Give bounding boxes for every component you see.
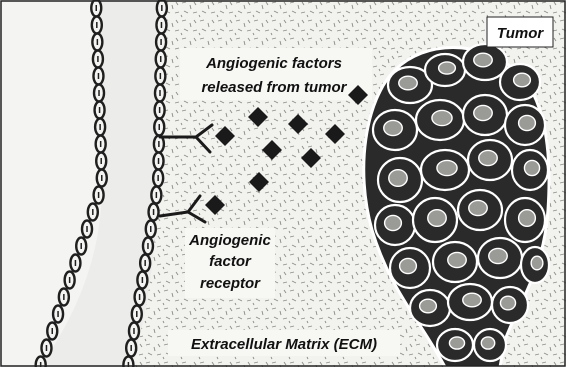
tumor-cell-nucleus: [437, 160, 457, 175]
tumor-cell-nucleus: [449, 337, 464, 349]
receptor-label-line2: factor: [209, 253, 252, 270]
tumor-label: Tumor: [497, 25, 545, 42]
tumor-cell-nucleus: [448, 252, 466, 267]
factors-label-line2: released from tumor: [201, 79, 347, 96]
tumor-cell-nucleus: [420, 299, 437, 313]
tumor-cell-nucleus: [389, 170, 407, 187]
tumor-cell-nucleus: [463, 293, 481, 307]
tumor-cell-nucleus: [384, 120, 402, 135]
receptor-label-line1: Angiogenic: [188, 232, 271, 249]
tumor-cell-nucleus: [500, 296, 515, 310]
tumor-cell-nucleus: [531, 256, 543, 270]
ecm-label-text: Extracellular Matrix (ECM): [191, 336, 377, 353]
tumor-cell-nucleus: [474, 53, 492, 67]
ecm-label: Extracellular Matrix (ECM): [168, 330, 400, 356]
tumor-cell-nucleus: [399, 76, 417, 90]
receptor-label-line3: receptor: [200, 275, 261, 292]
tumor-cell-nucleus: [469, 200, 487, 215]
tumor-cell-nucleus: [519, 210, 536, 227]
factors-label: Angiogenic factors released from tumor: [180, 48, 372, 100]
tumor-cell-nucleus: [400, 258, 417, 273]
receptor-label: Angiogenic factor receptor: [185, 228, 275, 298]
tumor-cell-nucleus: [474, 105, 492, 120]
tumor-cell-nucleus: [514, 73, 531, 87]
tumor-cell-nucleus: [428, 210, 446, 227]
tumor-cell-nucleus: [432, 110, 452, 125]
tumor-cell-nucleus: [385, 215, 402, 230]
tumor-cell-nucleus: [524, 160, 539, 175]
tumor-cell-nucleus: [479, 150, 497, 165]
factors-label-line1: Angiogenic factors: [205, 55, 342, 72]
tumor-cell-nucleus: [439, 62, 456, 74]
tumor-cell-nucleus: [489, 248, 507, 263]
tumor-cell-nucleus: [481, 337, 494, 349]
blood-vessel: [0, 0, 167, 367]
tumor-label-box: Tumor: [487, 17, 553, 47]
tumor-cell-nucleus: [519, 115, 536, 130]
